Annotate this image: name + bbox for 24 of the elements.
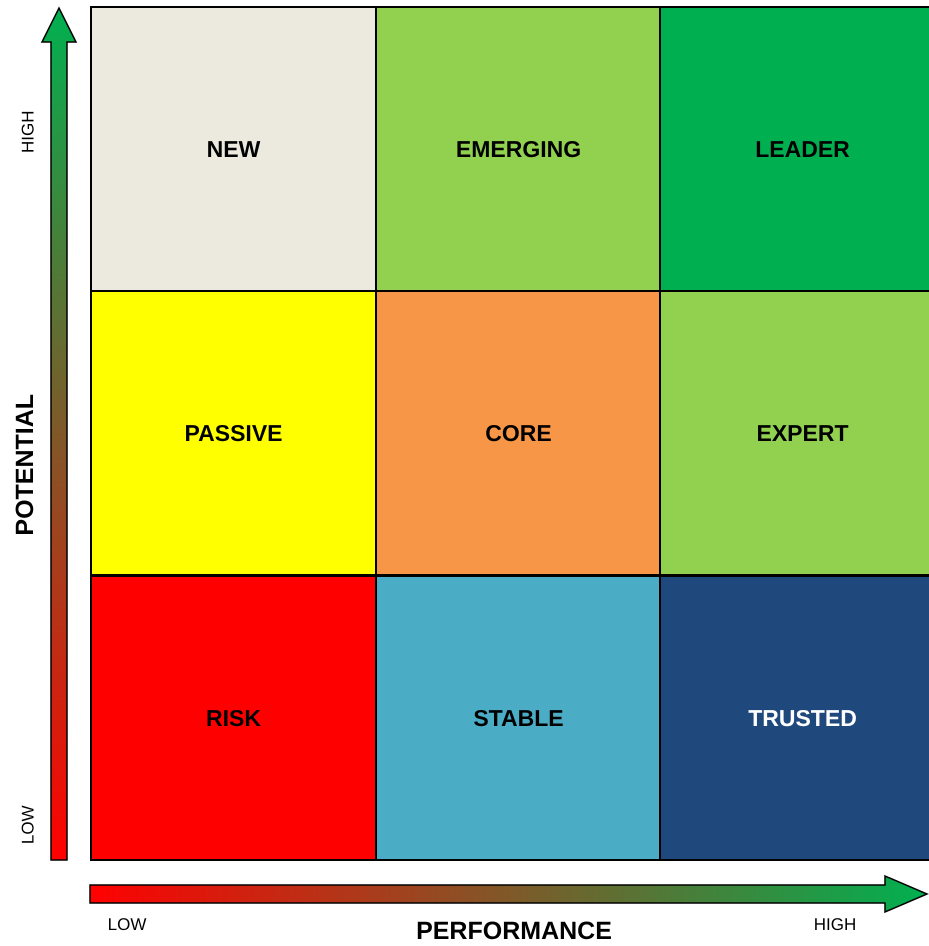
axis-tick-label: HIGH [17,110,38,154]
cell-label: TRUSTED [748,704,857,733]
cell-label: CORE [485,418,552,448]
axis-tick-label: HIGH [814,914,856,936]
cell-label: EMERGING [456,134,582,164]
grid-cell [90,575,377,861]
axis-tick-label: LOW [108,914,146,936]
axis-title: POTENTIAL [10,394,40,536]
cell-label: RISK [206,704,261,733]
cell-label: NEW [206,134,260,164]
grid-cell [659,575,929,861]
cell-label: STABLE [473,704,564,733]
grid-cell [375,6,662,292]
axis-title: PERFORMANCE [416,916,612,946]
cell-label: PASSIVE [184,418,282,448]
grid-cell [375,575,662,861]
cell-label: EXPERT [756,418,849,448]
axis-tick-label: LOW [17,806,38,844]
grid-cell [90,6,377,292]
grid-cell [659,290,929,576]
grid-cell [659,6,929,292]
grid-cell [375,290,662,576]
grid-cell [90,290,377,576]
cell-label: LEADER [755,134,850,164]
